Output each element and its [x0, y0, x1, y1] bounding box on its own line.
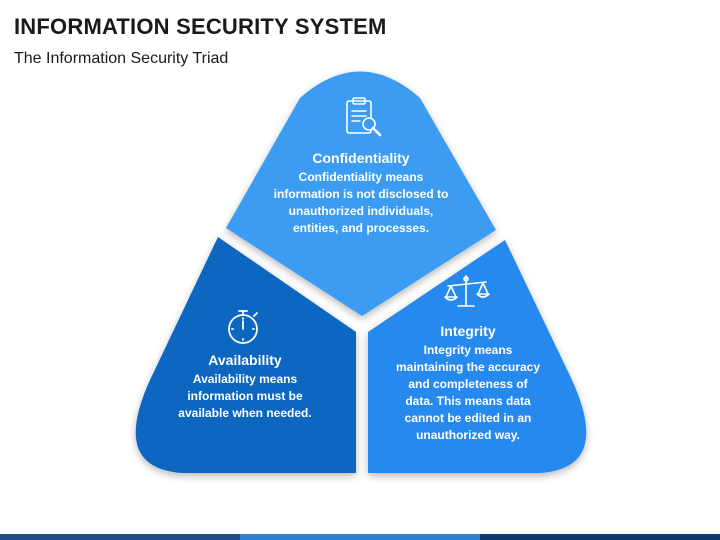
confidentiality-heading: Confidentiality	[312, 150, 410, 166]
integrity-description: Integrity means maintaining the accuracy…	[395, 343, 541, 442]
footer-bar-segment	[480, 534, 720, 540]
footer-bar-segment	[0, 534, 240, 540]
page-subtitle: The Information Security Triad	[14, 50, 229, 67]
availability-text: Availability Availability means informat…	[160, 352, 330, 422]
footer-color-bar	[0, 534, 720, 540]
footer-bar-segment	[240, 534, 480, 540]
balance-scale-icon	[444, 275, 490, 307]
integrity-text: Integrity Integrity means maintaining th…	[383, 323, 553, 444]
integrity-segment	[368, 240, 587, 473]
availability-segment	[135, 237, 356, 473]
clipboard-search-icon	[346, 97, 382, 137]
stopwatch-icon	[228, 310, 258, 344]
confidentiality-segment	[226, 71, 496, 316]
availability-description: Availability means information must be a…	[178, 372, 312, 420]
integrity-heading: Integrity	[440, 323, 496, 339]
confidentiality-description: Confidentiality means information is not…	[273, 170, 449, 235]
page-title: INFORMATION SECURITY SYSTEM	[14, 14, 387, 39]
availability-heading: Availability	[208, 352, 282, 368]
confidentiality-text: Confidentiality Confidentiality means in…	[256, 150, 466, 237]
